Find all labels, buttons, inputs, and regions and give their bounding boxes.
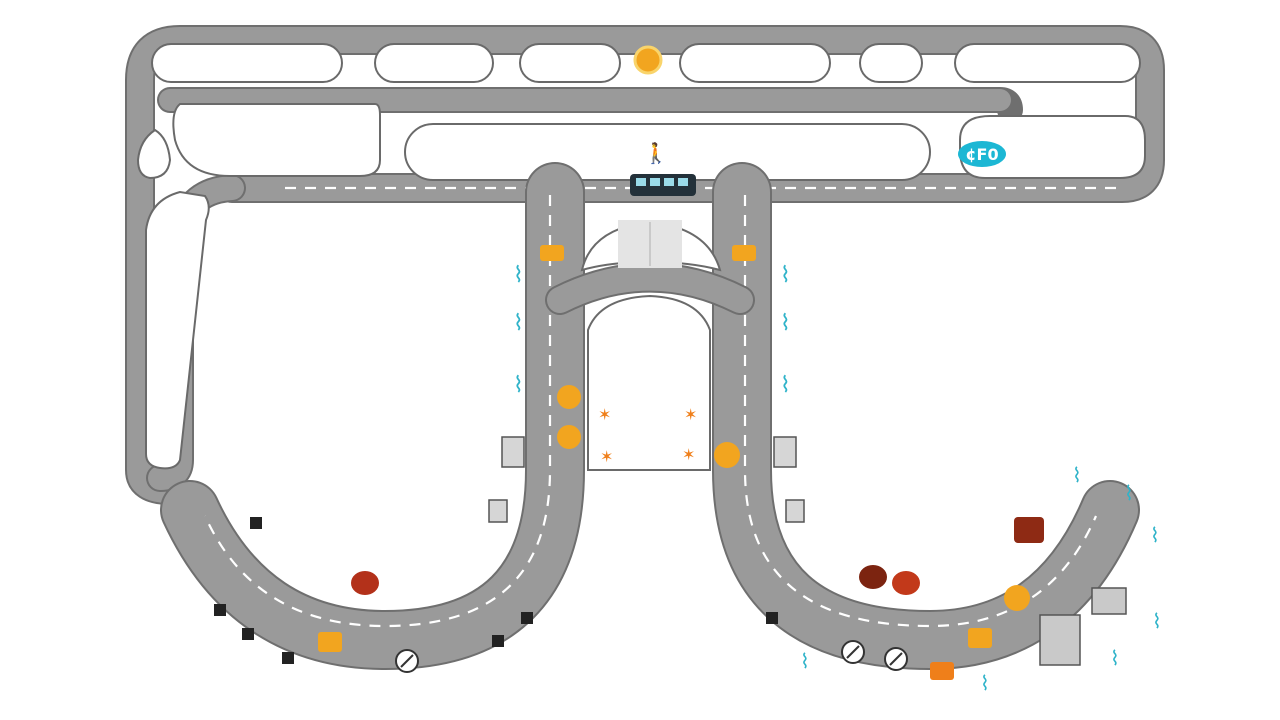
cyan-person-icon: ⌇ bbox=[513, 373, 524, 398]
island bbox=[145, 190, 210, 470]
black-marker-icon bbox=[521, 612, 533, 624]
island bbox=[136, 128, 172, 180]
island bbox=[519, 43, 621, 83]
coin-marker-icon bbox=[557, 425, 581, 449]
left-curve-road bbox=[162, 164, 583, 668]
island bbox=[151, 43, 343, 83]
amber-sign-icon bbox=[318, 632, 342, 652]
amber-sign-icon bbox=[540, 245, 564, 261]
black-marker-icon bbox=[282, 652, 294, 664]
black-marker-icon bbox=[250, 517, 262, 529]
black-marker-icon bbox=[242, 628, 254, 640]
gray-bin-icon bbox=[488, 499, 508, 523]
no-entry-sign-icon bbox=[395, 649, 419, 673]
right-curve-road bbox=[714, 164, 1138, 668]
cyan-person-icon: ⌇ bbox=[513, 263, 524, 288]
cyan-person-icon: ⌇ bbox=[1124, 481, 1134, 505]
cyan-person-icon: ⌇ bbox=[980, 671, 990, 695]
orange-person-icon: ✶ bbox=[684, 405, 697, 424]
cyan-person-icon: ⌇ bbox=[780, 263, 791, 288]
island bbox=[954, 43, 1141, 83]
coin-marker-icon bbox=[633, 45, 663, 75]
island bbox=[374, 43, 494, 83]
gray-bin-icon bbox=[1039, 587, 1127, 666]
map-markers: 🚶 ¢F0 ⌇ ⌇ ⌇ ⌇ ⌇ ⌇ ✶ ✶ ✶ ✶ bbox=[214, 45, 1162, 695]
black-marker-icon bbox=[492, 635, 504, 647]
gray-bin-icon bbox=[785, 499, 805, 523]
island bbox=[679, 43, 831, 83]
arch-road bbox=[547, 264, 753, 313]
no-entry-sign-icon bbox=[841, 640, 865, 664]
island bbox=[587, 294, 711, 471]
cyan-person-icon: ⌇ bbox=[1072, 463, 1082, 487]
bus-icon bbox=[630, 174, 696, 196]
gray-bin-icon bbox=[501, 436, 525, 468]
cyan-sign-icon: ¢F0 bbox=[958, 141, 1006, 167]
amber-sign-icon bbox=[968, 628, 992, 648]
black-marker-icon bbox=[766, 612, 778, 624]
curved-road-network bbox=[160, 162, 1140, 670]
cyan-sign-label: ¢F0 bbox=[965, 145, 998, 164]
dark-red-vehicle-icon bbox=[892, 571, 920, 595]
amber-sign-icon bbox=[732, 245, 756, 261]
cyan-person-icon: ⌇ bbox=[780, 373, 791, 398]
left-curve-lane-marking bbox=[203, 195, 552, 628]
coin-marker-icon bbox=[714, 442, 740, 468]
cyan-person-icon: ⌇ bbox=[1152, 609, 1162, 633]
dark-red-vehicle-icon bbox=[351, 571, 379, 595]
island bbox=[172, 103, 381, 177]
no-entry-sign-icon bbox=[884, 647, 908, 671]
coin-marker-icon bbox=[557, 385, 581, 409]
cyan-person-icon: ⌇ bbox=[1150, 523, 1160, 547]
top-road-network bbox=[125, 25, 1165, 505]
orange-person-icon: ✶ bbox=[598, 405, 611, 424]
pedestrian-icon: 🚶 bbox=[644, 141, 669, 165]
coin-marker-icon bbox=[1004, 585, 1030, 611]
cyan-person-icon: ⌇ bbox=[1110, 646, 1120, 670]
island bbox=[859, 43, 923, 83]
right-curve-lane-marking bbox=[743, 195, 1098, 628]
black-marker-icon bbox=[214, 604, 226, 616]
island bbox=[959, 115, 1146, 179]
amber-sign-icon bbox=[930, 662, 954, 680]
cyan-person-icon: ⌇ bbox=[780, 311, 791, 336]
orange-person-icon: ✶ bbox=[600, 447, 613, 466]
gray-bin-icon bbox=[773, 436, 797, 468]
dark-red-vehicle-icon bbox=[1014, 517, 1044, 543]
cyan-person-icon: ⌇ bbox=[800, 649, 810, 673]
dark-red-vehicle-icon bbox=[859, 565, 887, 589]
orange-person-icon: ✶ bbox=[682, 445, 695, 464]
cyan-person-icon: ⌇ bbox=[513, 311, 524, 336]
